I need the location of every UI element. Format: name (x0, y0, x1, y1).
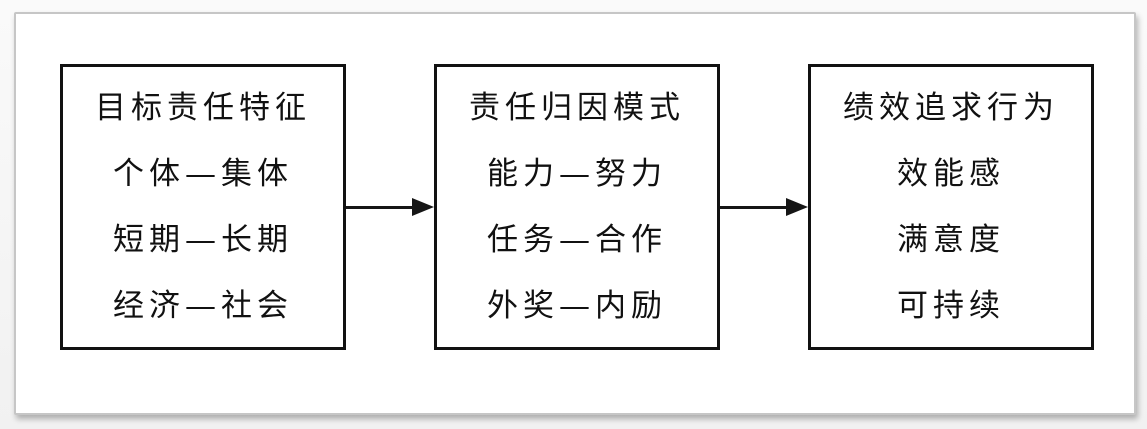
arrow-right-icon (786, 198, 808, 216)
arrow-2 (720, 64, 808, 350)
box-title: 绩效追求行为 (843, 89, 1059, 126)
flow-row: 目标责任特征 个体—集体 短期—长期 经济—社会 责任归因模式 能力—努力 任务… (60, 64, 1094, 350)
arrow-1 (346, 64, 434, 350)
box-title: 责任归因模式 (469, 89, 685, 126)
arrow-1-shaft (346, 205, 413, 209)
box-item: 能力—努力 (487, 155, 667, 192)
box-responsibility-attribution-mode: 责任归因模式 能力—努力 任务—合作 外奖—内励 (434, 64, 720, 350)
box-item: 个体—集体 (113, 155, 293, 192)
box-item: 满意度 (897, 221, 1005, 258)
arrow-right-icon (412, 198, 434, 216)
diagram-page: 目标责任特征 个体—集体 短期—长期 经济—社会 责任归因模式 能力—努力 任务… (14, 12, 1136, 415)
box-item: 经济—社会 (113, 287, 293, 324)
box-performance-pursuit-behavior: 绩效追求行为 效能感 满意度 可持续 (808, 64, 1094, 350)
box-item: 任务—合作 (487, 221, 667, 258)
box-title: 目标责任特征 (95, 89, 311, 126)
arrow-2-shaft (720, 205, 787, 209)
box-item: 外奖—内励 (487, 287, 667, 324)
box-goal-responsibility-traits: 目标责任特征 个体—集体 短期—长期 经济—社会 (60, 64, 346, 350)
box-item: 效能感 (897, 155, 1005, 192)
box-item: 可持续 (897, 287, 1005, 324)
box-item: 短期—长期 (113, 221, 293, 258)
